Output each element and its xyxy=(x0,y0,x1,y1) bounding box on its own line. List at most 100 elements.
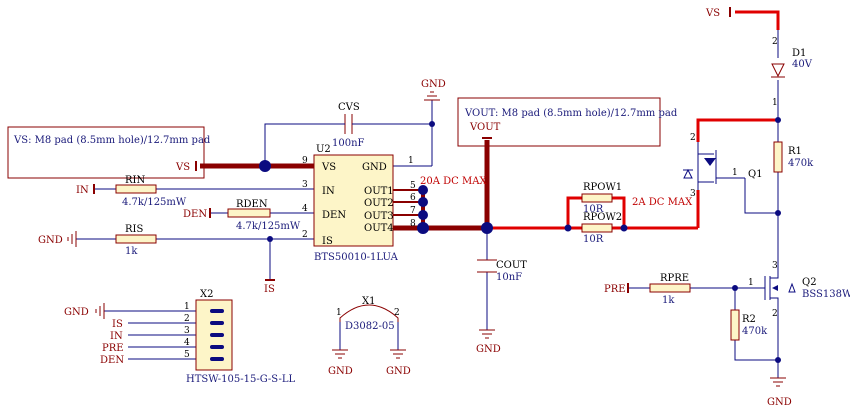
vs-pad-note: VS: M8 pad (8.5mm hole)/12.7mm pad xyxy=(7,126,211,179)
r2-value: 470k xyxy=(742,326,768,337)
net-label-x2-gnd: GND xyxy=(64,307,89,318)
u2-pin-num-1: 1 xyxy=(408,156,414,166)
r1-resistor: R1 470k xyxy=(773,141,814,173)
q2-arrow xyxy=(772,285,778,291)
gnd-label-x1-left: GND xyxy=(328,366,353,377)
q1-arrow xyxy=(704,158,716,166)
x2-pin-bar-4 xyxy=(210,345,224,349)
u2-pin-num-3: 3 xyxy=(302,180,308,190)
net-label-x2-den: DEN xyxy=(100,355,124,366)
gnd-symbol-bottom-right: GND xyxy=(767,377,792,408)
gnd-symbol-x2 xyxy=(95,303,105,319)
r1-body xyxy=(773,141,783,173)
x1-pin-1: 1 xyxy=(336,308,342,318)
junction-out3 xyxy=(418,210,428,220)
u2-pin-name-out3: OUT3 xyxy=(364,211,394,222)
gnd-label-x1-right: GND xyxy=(386,366,411,377)
rpow1-resistor: RPOW1 10R xyxy=(581,182,622,215)
rpow1-value: 10R xyxy=(583,204,604,215)
x1-pin-2: 2 xyxy=(394,308,400,318)
rin-resistor: RIN 4.7k/125mW xyxy=(115,175,187,208)
u2-value: BTS50010-1LUA xyxy=(314,252,399,263)
u2-ref: U2 xyxy=(316,144,331,155)
net-label-is: IS xyxy=(264,284,275,295)
gnd-label-cout: GND xyxy=(476,344,501,355)
gnd-symbol-cout: GND xyxy=(476,329,501,355)
x1-connector: X1 D3082-05 1 2 xyxy=(336,296,400,332)
u2-pin-num-6: 6 xyxy=(410,193,416,203)
x2-pin-bar-3 xyxy=(210,333,224,337)
rpre-body xyxy=(649,283,691,293)
rpow1-ref: RPOW1 xyxy=(583,182,622,193)
q2-value: BSS138W xyxy=(802,289,850,300)
q2-pin-3: 3 xyxy=(772,261,778,271)
r1-ref: R1 xyxy=(788,146,802,157)
junction-out4 xyxy=(417,222,429,234)
trace-rpow1-right xyxy=(612,196,626,228)
u2-pin-name-out2: OUT2 xyxy=(364,198,394,209)
x2-pin-num-3: 3 xyxy=(184,326,190,336)
net-label-x2-in: IN xyxy=(110,331,123,342)
q2-pin-2: 2 xyxy=(772,309,778,319)
u2-pin-num-2: 2 xyxy=(302,230,308,240)
x2-value: HTSW-105-15-G-S-LL xyxy=(186,374,296,385)
rpre-ref: RPRE xyxy=(660,273,689,284)
u2-body xyxy=(313,154,394,247)
x1-ref: X1 xyxy=(362,296,375,307)
x2-pin-num-5: 5 xyxy=(184,350,190,360)
q2-ref: Q2 xyxy=(802,277,817,288)
x2-pin-bar-1 xyxy=(210,309,224,313)
net-label-vs-left: VS xyxy=(175,162,190,173)
u2-pin-name-out4: OUT4 xyxy=(364,223,394,234)
q1-pin-3: 3 xyxy=(690,189,696,199)
junction-gnd-cvs xyxy=(429,121,435,127)
cvs-ref: CVS xyxy=(338,102,360,113)
rpre-value: 1k xyxy=(662,295,675,306)
net-label-gnd-ris: GND xyxy=(38,235,63,246)
junction-out1 xyxy=(418,185,428,195)
x2-header: X2 HTSW-105-15-G-S-LL 1 2 3 4 5 xyxy=(184,289,296,385)
ris-ref: RIS xyxy=(125,224,143,235)
net-label-den: DEN xyxy=(183,209,207,220)
cout-ref: COUT xyxy=(496,260,527,271)
ground-symbols: GND GND GND xyxy=(67,79,792,408)
x2-ref: X2 xyxy=(200,289,213,300)
rin-body xyxy=(115,184,157,194)
u2-pin-num-4: 4 xyxy=(302,204,308,214)
x2-pin-bar-5 xyxy=(210,357,224,361)
vout-pad-note-text: VOUT: M8 pad (8.5mm hole)/12.7mm pad xyxy=(464,108,678,119)
x1-arc xyxy=(339,304,399,322)
annotation-20a: 20A DC MAX xyxy=(420,176,487,187)
junction-rpow-left xyxy=(564,224,572,232)
wire-q1-gate xyxy=(744,178,778,214)
net-label-in: IN xyxy=(76,185,89,196)
rin-value: 4.7k/125mW xyxy=(122,197,187,208)
u2-pin-name-den: DEN xyxy=(322,210,346,221)
r2-body xyxy=(730,309,740,341)
u2-pin-name-out1: OUT1 xyxy=(364,186,394,197)
r2-resistor: R2 470k xyxy=(730,309,768,341)
d1-pin-2: 2 xyxy=(772,37,778,47)
x1-value: D3082-05 xyxy=(345,321,395,332)
rpre-resistor: RPRE 1k xyxy=(649,273,691,306)
q2-body-diode xyxy=(788,282,796,293)
junction-is xyxy=(267,236,273,242)
junction-vout xyxy=(481,222,493,234)
u2-pin-name-vs: VS xyxy=(321,162,336,173)
rpow1-body xyxy=(581,193,613,203)
u2-pin-name-is: IS xyxy=(322,236,333,247)
q1-body-diode xyxy=(683,168,693,179)
gnd-symbol-top: GND xyxy=(421,79,446,101)
trace-rpow1-left xyxy=(566,196,582,228)
vs-pad-note-box xyxy=(7,126,205,179)
rpow2-value: 10R xyxy=(583,234,604,245)
vs-pad-note-text: VS: M8 pad (8.5mm hole)/12.7mm pad xyxy=(13,135,211,146)
q1-mosfet: Q1 2 3 1 xyxy=(683,133,763,199)
gnd-label-top: GND xyxy=(421,79,446,90)
x2-pin-num-2: 2 xyxy=(184,314,190,324)
rpow2-resistor: RPOW2 10R xyxy=(581,212,622,245)
trace-vs-input xyxy=(735,10,780,30)
annotation-2a: 2A DC MAX xyxy=(632,197,693,208)
rden-body xyxy=(227,208,271,218)
q1-pin-1: 1 xyxy=(732,168,738,178)
